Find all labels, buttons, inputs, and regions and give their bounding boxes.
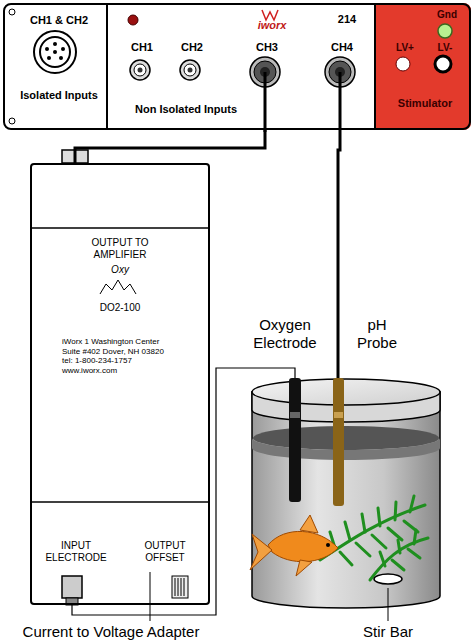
- bnc-jack: [130, 60, 150, 80]
- node-text: Stimulator: [381, 97, 469, 110]
- node-text: CH3: [252, 41, 282, 54]
- part-label: Stir Bar: [348, 623, 428, 641]
- node-text: LV+: [385, 42, 425, 54]
- screw: [9, 9, 15, 15]
- terminal: [435, 56, 451, 72]
- fish: [250, 515, 338, 576]
- leader-line: [388, 588, 389, 621]
- adapter-housing: OUTPUT TO AMPLIFIER DO2-100 iWorx 1 Washin…: [30, 163, 210, 605]
- node-text: LV-: [425, 42, 465, 54]
- adapter-ground: [30, 163, 210, 605]
- logo-text: iworx: [252, 19, 292, 32]
- panel-divider: [374, 3, 376, 130]
- ph-probe: [334, 412, 343, 418]
- cable-connector: [75, 130, 265, 163]
- offset-knob: [172, 576, 188, 598]
- cable: [264, 72, 267, 132]
- node-text: CH4: [327, 41, 357, 54]
- oxygen-electrode: [290, 412, 300, 418]
- stir-bar: [374, 574, 402, 584]
- ph-probe: [333, 378, 344, 506]
- panel-divider: [106, 3, 108, 130]
- power-led: [128, 15, 138, 25]
- screw: [9, 118, 15, 124]
- node-text: INPUT ELECTRODE: [34, 540, 118, 564]
- part-label: pH Probe: [346, 316, 408, 352]
- node-text: 214: [329, 13, 365, 26]
- amplifier-panel: CH1 & CH2Isolated Inputs CH1 CH2 CH3 CH4 214N…: [3, 3, 471, 130]
- bnc-input: [62, 576, 82, 598]
- part-label: Oxygen Electrode: [236, 316, 334, 352]
- beaker: [252, 379, 440, 608]
- stimulator-section: GndLV+LV- Stimulator: [377, 5, 472, 128]
- oxygen-electrode: [289, 378, 301, 502]
- node-text: iWorx 1 Washington Center Suite #402 Dov…: [62, 337, 174, 375]
- node-text: OUTPUT TO AMPLIFIER: [70, 237, 170, 261]
- node-text: DO2-100: [70, 302, 170, 314]
- node-text: CH2: [177, 41, 207, 54]
- terminal: [396, 57, 410, 71]
- housing-line: [30, 227, 210, 229]
- stimulator-ground: [375, 3, 471, 130]
- ground-led: [438, 24, 452, 38]
- node-text: OUTPUT OFFSET: [124, 540, 206, 564]
- amplifier-panel-ground: [3, 3, 471, 130]
- node-text: Isolated Inputs: [11, 89, 107, 102]
- logo-mark: [100, 280, 136, 294]
- part-label: Current to Voltage Adapter: [6, 623, 216, 641]
- node-text: Non Isolated Inputs: [123, 103, 249, 116]
- housing-line: [30, 501, 210, 503]
- logo-text: Oxy: [95, 264, 145, 276]
- ph-cable: [338, 72, 340, 380]
- leader-line: [150, 572, 151, 621]
- logo-mark: [262, 10, 278, 20]
- node-text: Gnd: [427, 9, 467, 21]
- aquatic-plant: [320, 496, 428, 580]
- bnc-jack: [180, 60, 200, 80]
- node-text: CH1: [127, 41, 157, 54]
- isolated-connector: [34, 31, 76, 73]
- node-text: CH1 & CH2: [11, 14, 107, 27]
